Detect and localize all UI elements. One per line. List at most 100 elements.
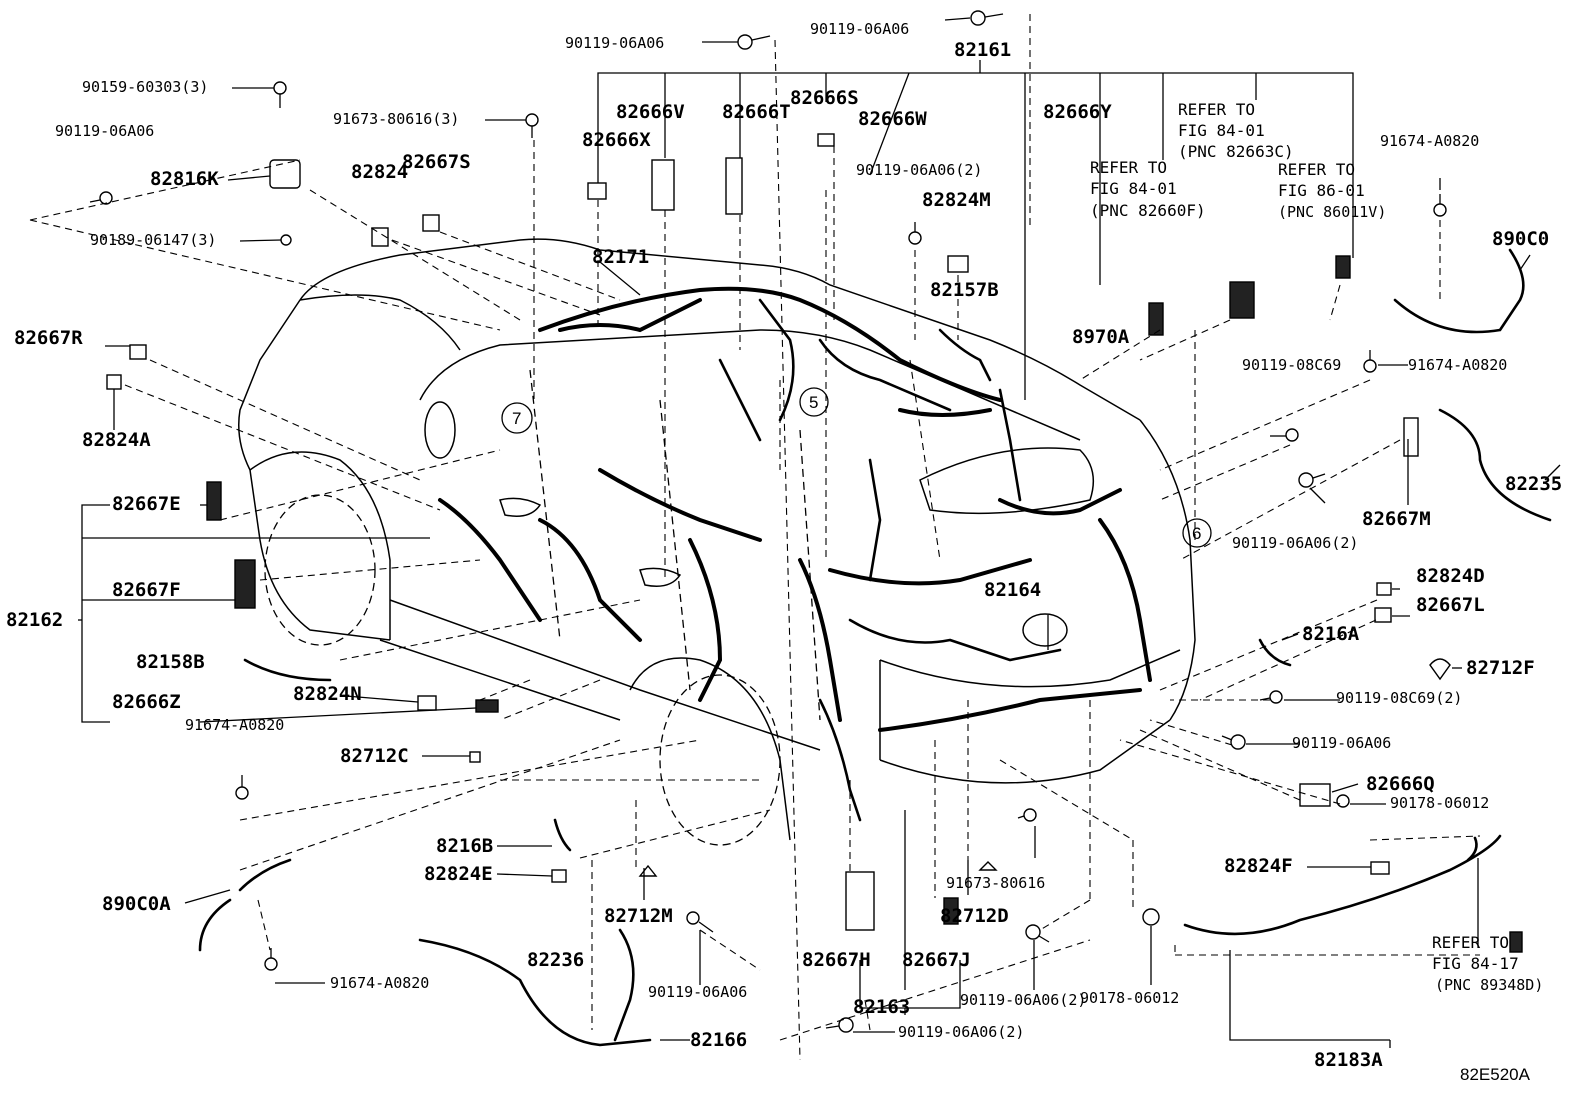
- label-82712M: 82712M: [604, 905, 673, 927]
- connector-icon: [371, 227, 389, 247]
- label-82824: 82824: [351, 161, 408, 183]
- ref-line: FIG 84-17: [1432, 954, 1519, 973]
- bolt-icon: [264, 948, 278, 971]
- label-82666Q: 82666Q: [1366, 773, 1435, 795]
- label-90119-06A06-2: 90119-06A06(2): [856, 161, 982, 179]
- connector-icon: [1148, 302, 1164, 336]
- label-91674-A0820: 91674-A0820: [185, 716, 284, 734]
- clip-icon: [1142, 908, 1160, 926]
- connector-icon: [417, 695, 437, 711]
- connector-icon: [1335, 255, 1351, 279]
- connector-icon: [587, 182, 607, 200]
- clip-icon: [978, 861, 998, 871]
- label-82824M: 82824M: [922, 189, 991, 211]
- ref-line: REFER TO: [1278, 160, 1355, 179]
- bolt-icon: [1363, 350, 1377, 373]
- label-82667R: 82667R: [14, 327, 83, 349]
- label-82816K: 82816K: [150, 168, 219, 190]
- label-90119-08C69: 90119-08C69: [1242, 356, 1341, 374]
- label-82666T: 82666T: [722, 101, 791, 123]
- bolt-icon: [1025, 924, 1050, 943]
- harness-82183a-end: [1466, 836, 1478, 862]
- part-labels: 90119-06A06 90119-06A06 82161 90159-6030…: [6, 20, 1562, 1071]
- harness-8216b: [553, 818, 572, 852]
- label-91673-80616: 91673-80616: [946, 874, 1045, 892]
- callout-5: 5: [809, 393, 818, 412]
- label-82235: 82235: [1505, 473, 1562, 495]
- label-82824A: 82824A: [82, 429, 151, 451]
- label-82824E: 82824E: [424, 863, 493, 885]
- harness-82158b: [243, 658, 332, 682]
- label-82666V: 82666V: [616, 101, 685, 123]
- ref-line: (PNC 89348D): [1435, 976, 1543, 994]
- bolt-icon: [970, 10, 1004, 26]
- label-82712F: 82712F: [1466, 657, 1535, 679]
- ref-line: FIG 84-01: [1090, 179, 1177, 198]
- label-90178-06012: 90178-06012: [1080, 989, 1179, 1007]
- clip-icon: [638, 864, 658, 877]
- diagram-code: 82E520A: [1460, 1065, 1531, 1084]
- connector-icon: [1509, 931, 1523, 953]
- vehicle-body: [238, 238, 1196, 846]
- label-82157B: 82157B: [930, 279, 999, 301]
- bolt-icon: [1433, 194, 1447, 217]
- label-890C0A: 890C0A: [102, 893, 171, 915]
- ref-line: REFER TO: [1178, 100, 1255, 119]
- bolt-icon: [825, 1017, 854, 1033]
- label-82712D: 82712D: [940, 905, 1009, 927]
- label-82667M: 82667M: [1362, 508, 1431, 530]
- label-90119-06A06: 90119-06A06: [648, 983, 747, 1001]
- label-82824D: 82824D: [1416, 565, 1485, 587]
- harness-82166: [613, 928, 635, 1042]
- label-82158B: 82158B: [136, 651, 205, 673]
- connector-icon: [1229, 281, 1255, 319]
- ref-line: FIG 86-01: [1278, 181, 1365, 200]
- ref-line: (PNC 82660F): [1090, 201, 1206, 220]
- label-8216B: 8216B: [436, 835, 493, 857]
- label-91673-80616: 91673-80616(3): [333, 110, 459, 128]
- bolt-icon: [1336, 794, 1350, 808]
- label-82667S: 82667S: [402, 151, 471, 173]
- label-90189-06147: 90189-06147(3): [90, 231, 216, 249]
- label-82667J: 82667J: [902, 949, 971, 971]
- connector-icon: [234, 559, 256, 609]
- label-90119-06A06: 90119-06A06: [55, 122, 154, 140]
- harness-82236: [418, 938, 652, 1047]
- label-82667F: 82667F: [112, 579, 181, 601]
- bolt-icon: [1259, 690, 1283, 704]
- bracket-icon: [269, 159, 301, 189]
- label-90178-06012: 90178-06012: [1390, 794, 1489, 812]
- label-90119-06A06-2: 90119-06A06(2): [960, 991, 1086, 1009]
- label-82666W: 82666W: [858, 108, 927, 130]
- label-82166: 82166: [690, 1029, 747, 1051]
- connector-icon: [551, 869, 567, 883]
- ref-line: REFER TO: [1090, 158, 1167, 177]
- reference-notes: REFER TO FIG 84-01 (PNC 82663C) REFER TO…: [1090, 100, 1543, 994]
- connector-icon: [475, 699, 499, 713]
- bolt-icon: [737, 34, 771, 50]
- label-90119-06A06-2: 90119-06A06(2): [1232, 534, 1358, 552]
- harness-8216a: [1258, 638, 1292, 667]
- label-91674-A0820: 91674-A0820: [330, 974, 429, 992]
- label-91674-A0820: 91674-A0820: [1380, 132, 1479, 150]
- bracket-icon: [1299, 783, 1331, 807]
- bolt-icon: [686, 911, 714, 933]
- connector-icon: [206, 481, 222, 521]
- connector-icon: [1374, 607, 1392, 623]
- callout-circles: 7 5 6: [501, 387, 1212, 548]
- label-82667H: 82667H: [802, 949, 871, 971]
- label-82162: 82162: [6, 609, 63, 631]
- bolt-icon: [525, 113, 539, 138]
- label-82171: 82171: [592, 246, 649, 268]
- label-82824F: 82824F: [1224, 855, 1293, 877]
- label-82824N: 82824N: [293, 683, 362, 705]
- label-90119-06A06: 90119-06A06: [565, 34, 664, 52]
- leader-lines: [78, 17, 1561, 1048]
- label-82712C: 82712C: [340, 745, 409, 767]
- label-82667E: 82667E: [112, 493, 181, 515]
- label-890C0: 890C0: [1492, 228, 1549, 250]
- callout-6: 6: [1192, 524, 1201, 543]
- wiring-harness: [438, 286, 1152, 822]
- ref-line: (PNC 86011V): [1278, 203, 1386, 221]
